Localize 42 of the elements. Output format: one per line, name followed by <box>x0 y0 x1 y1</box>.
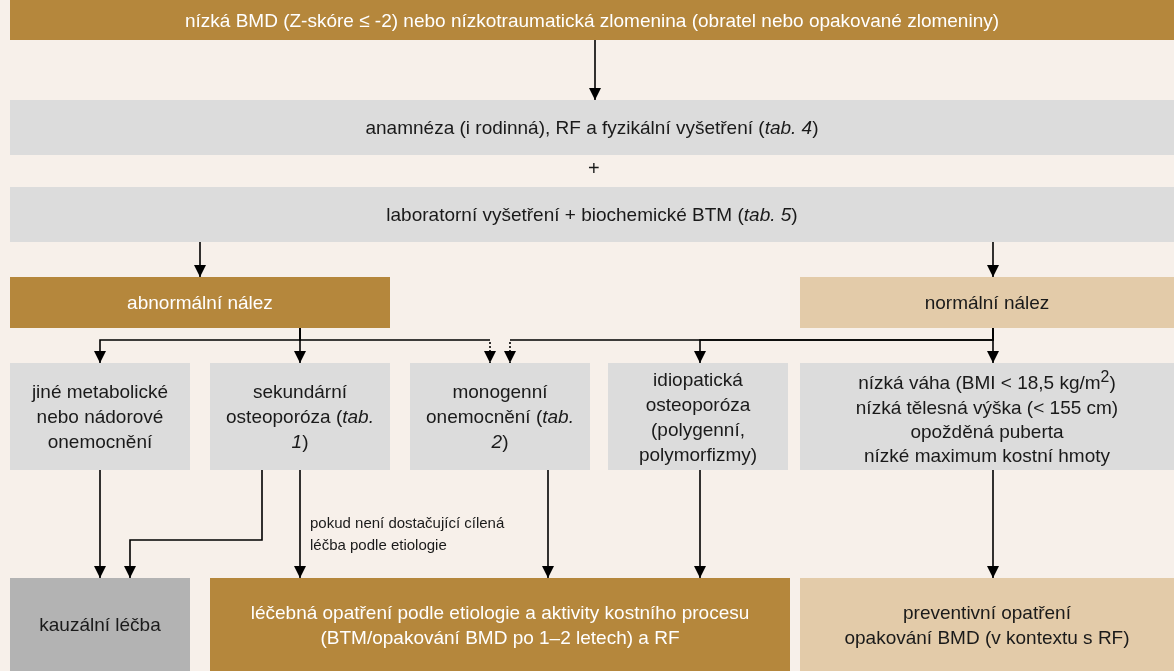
arrow <box>694 469 706 579</box>
process-box <box>10 100 1174 155</box>
node-text: nízká váha (BMI < 18,5 kg/m$^{2}$) <box>858 367 1116 396</box>
node-text: normální nález <box>924 291 1050 315</box>
arrow <box>987 469 999 579</box>
node-text: idiopatická osteoporóza (polygenní, polymorfizmy) <box>637 367 759 467</box>
node-text: nízká BMD (Z-skóre ≤ -2) nebo nízkotraumatická zlomenina (obratel nebo opakované zlomeniny) <box>184 8 1000 33</box>
arrow <box>194 241 206 278</box>
node-text: anamnéza (i rodinná), RF a fyzikální vyšetření (tab. 4) <box>365 116 819 140</box>
arrow <box>294 469 306 579</box>
plus-sign: + <box>588 157 600 179</box>
treatment-box <box>800 578 1174 671</box>
arrow <box>542 469 554 579</box>
node-text: opakování BMD (v kontextu s RF) <box>844 625 1130 650</box>
node-text: monogenní onemocnění (tab. 2) <box>425 380 575 454</box>
arrow <box>987 241 999 278</box>
treatment-box <box>210 578 790 671</box>
node-text: preventivní opatření <box>903 600 1071 625</box>
node-text: sekundární osteoporóza (tab. 1) <box>225 380 375 454</box>
result-box <box>800 277 1174 328</box>
process-box <box>10 187 1174 242</box>
category-box <box>10 363 190 470</box>
arrow <box>94 469 106 579</box>
category-box <box>410 363 590 470</box>
flowchart-header-bar <box>10 0 1174 40</box>
node-text: nízké maximum kostní hmoty <box>864 443 1110 468</box>
category-box <box>800 363 1174 470</box>
result-box <box>10 277 390 328</box>
node-text: abnormální nález <box>127 291 273 315</box>
node-text: kauzální léčba <box>39 613 161 637</box>
arrow <box>987 327 999 364</box>
treatment-box <box>10 578 190 671</box>
arrow <box>589 39 601 101</box>
arrow <box>299 327 496 364</box>
node-text: laboratorní vyšetření + biochemické BTM (tab. 5) <box>386 203 798 227</box>
category-box <box>210 363 390 470</box>
arrow <box>124 469 263 579</box>
node-text: opožděná puberta <box>910 419 1064 444</box>
node-text: jiné metabolické nebo nádorové onemocnění <box>30 380 170 454</box>
node-text: nízká tělesná výška (< 155 cm) <box>855 395 1119 420</box>
node-text: léčebná opatření podle etiologie a aktivity kostního procesu (BTM/opakování BMD po 1–2 letech) a RF <box>249 600 751 650</box>
category-box <box>608 363 788 470</box>
